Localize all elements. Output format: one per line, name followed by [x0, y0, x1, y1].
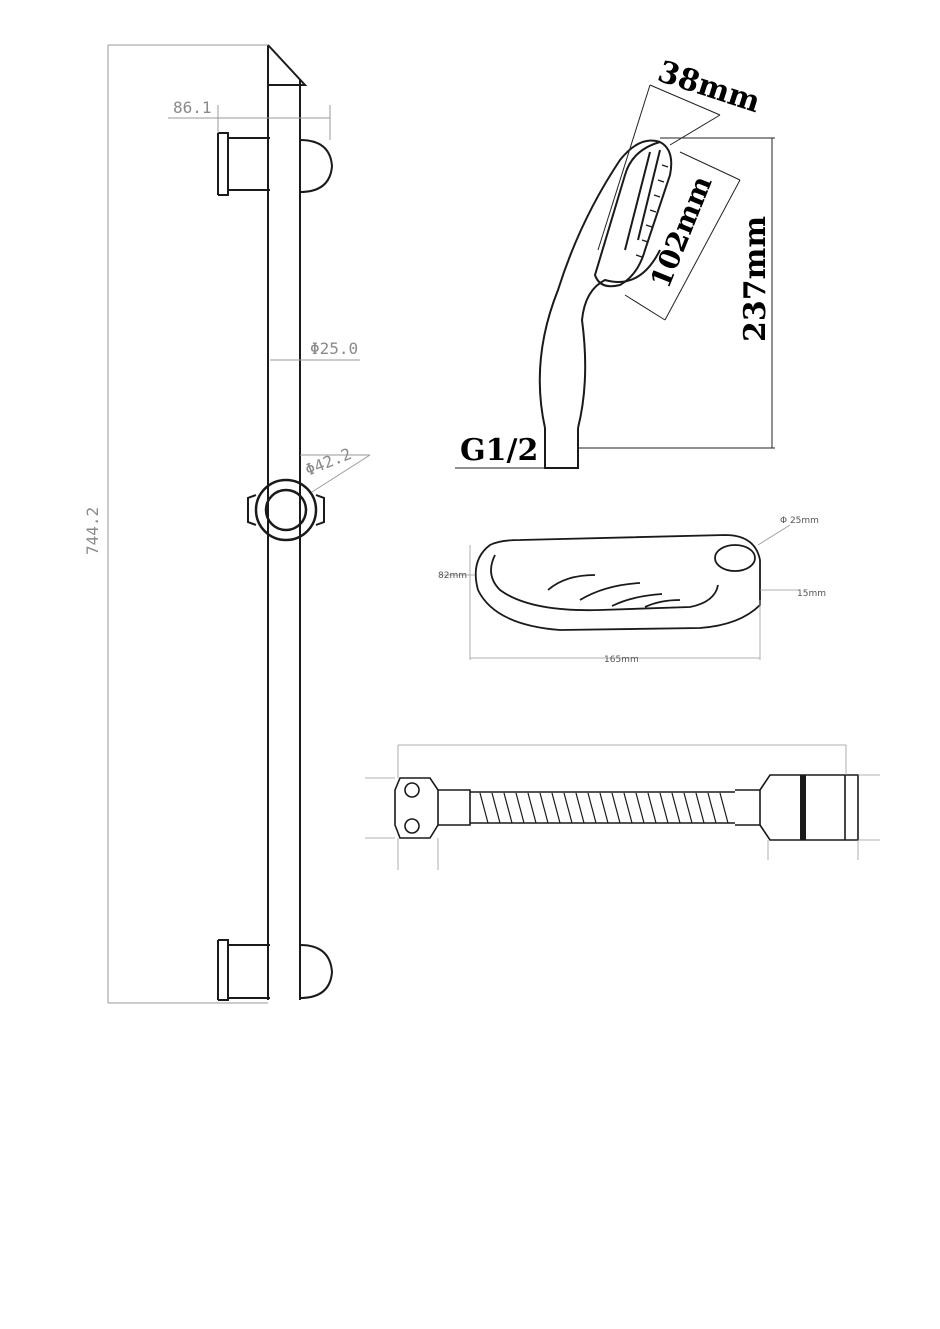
soap-dish-length-label: 165mm: [604, 655, 639, 665]
soap-dish-inner: [490, 554, 719, 612]
bracket-depth-label: 86.1: [173, 98, 212, 117]
bottom-bracket: [217, 939, 334, 1001]
face-diameter-label: 102mm: [644, 171, 719, 292]
total-length-label: 744.2: [83, 507, 102, 555]
slide-bar-drawing: [217, 44, 334, 1001]
shower-nozzles: [635, 164, 669, 258]
hand-shower-dimensions: [455, 84, 775, 469]
hose-corrugation: [479, 792, 729, 824]
hose-dimensions: [365, 744, 880, 870]
soap-dish-hole-label: Φ 25mm: [780, 516, 819, 526]
slide-bar-dimensions: [107, 44, 371, 1004]
hose-drawing: [394, 774, 859, 841]
hose-left-nut: [394, 777, 439, 839]
rail-top-cap: [267, 44, 308, 86]
top-bracket: [217, 132, 334, 196]
slider-ring-outer: [254, 478, 318, 542]
shower-body-outline: [538, 139, 661, 429]
soap-dish-drain-slots: [547, 574, 681, 608]
hand-shower-drawing: [538, 139, 673, 469]
shower-face: [593, 141, 673, 288]
hose-left-ferrule: [438, 789, 471, 826]
slider-ring-inner: [264, 488, 308, 532]
slider-clip: [247, 494, 325, 526]
soap-dish-width-label: 82mm: [438, 571, 467, 581]
total-length-shower-label: 237mm: [738, 216, 773, 342]
hose-right-cone: [759, 774, 859, 841]
soap-dish-outline: [474, 534, 761, 631]
soap-dish-dimensions: [440, 524, 800, 660]
soap-dish-height-label: 15mm: [797, 589, 826, 599]
hose-nut-flat-bottom: [404, 818, 420, 834]
slider-diameter-label: Φ42.2: [302, 444, 354, 480]
soap-dish-drawing: [474, 534, 761, 631]
connector-thread-label: G1/2: [460, 433, 538, 468]
soap-dish-mount-hole: [714, 544, 756, 572]
rail-outline: [267, 45, 301, 1000]
shower-face-inner: [624, 149, 661, 251]
hose-tube: [470, 791, 735, 824]
rail-diameter-label: Φ25.0: [310, 339, 358, 358]
shower-connector: [544, 428, 579, 469]
hose-nut-flat-top: [404, 782, 420, 798]
hose-right-ferrule: [735, 789, 761, 826]
